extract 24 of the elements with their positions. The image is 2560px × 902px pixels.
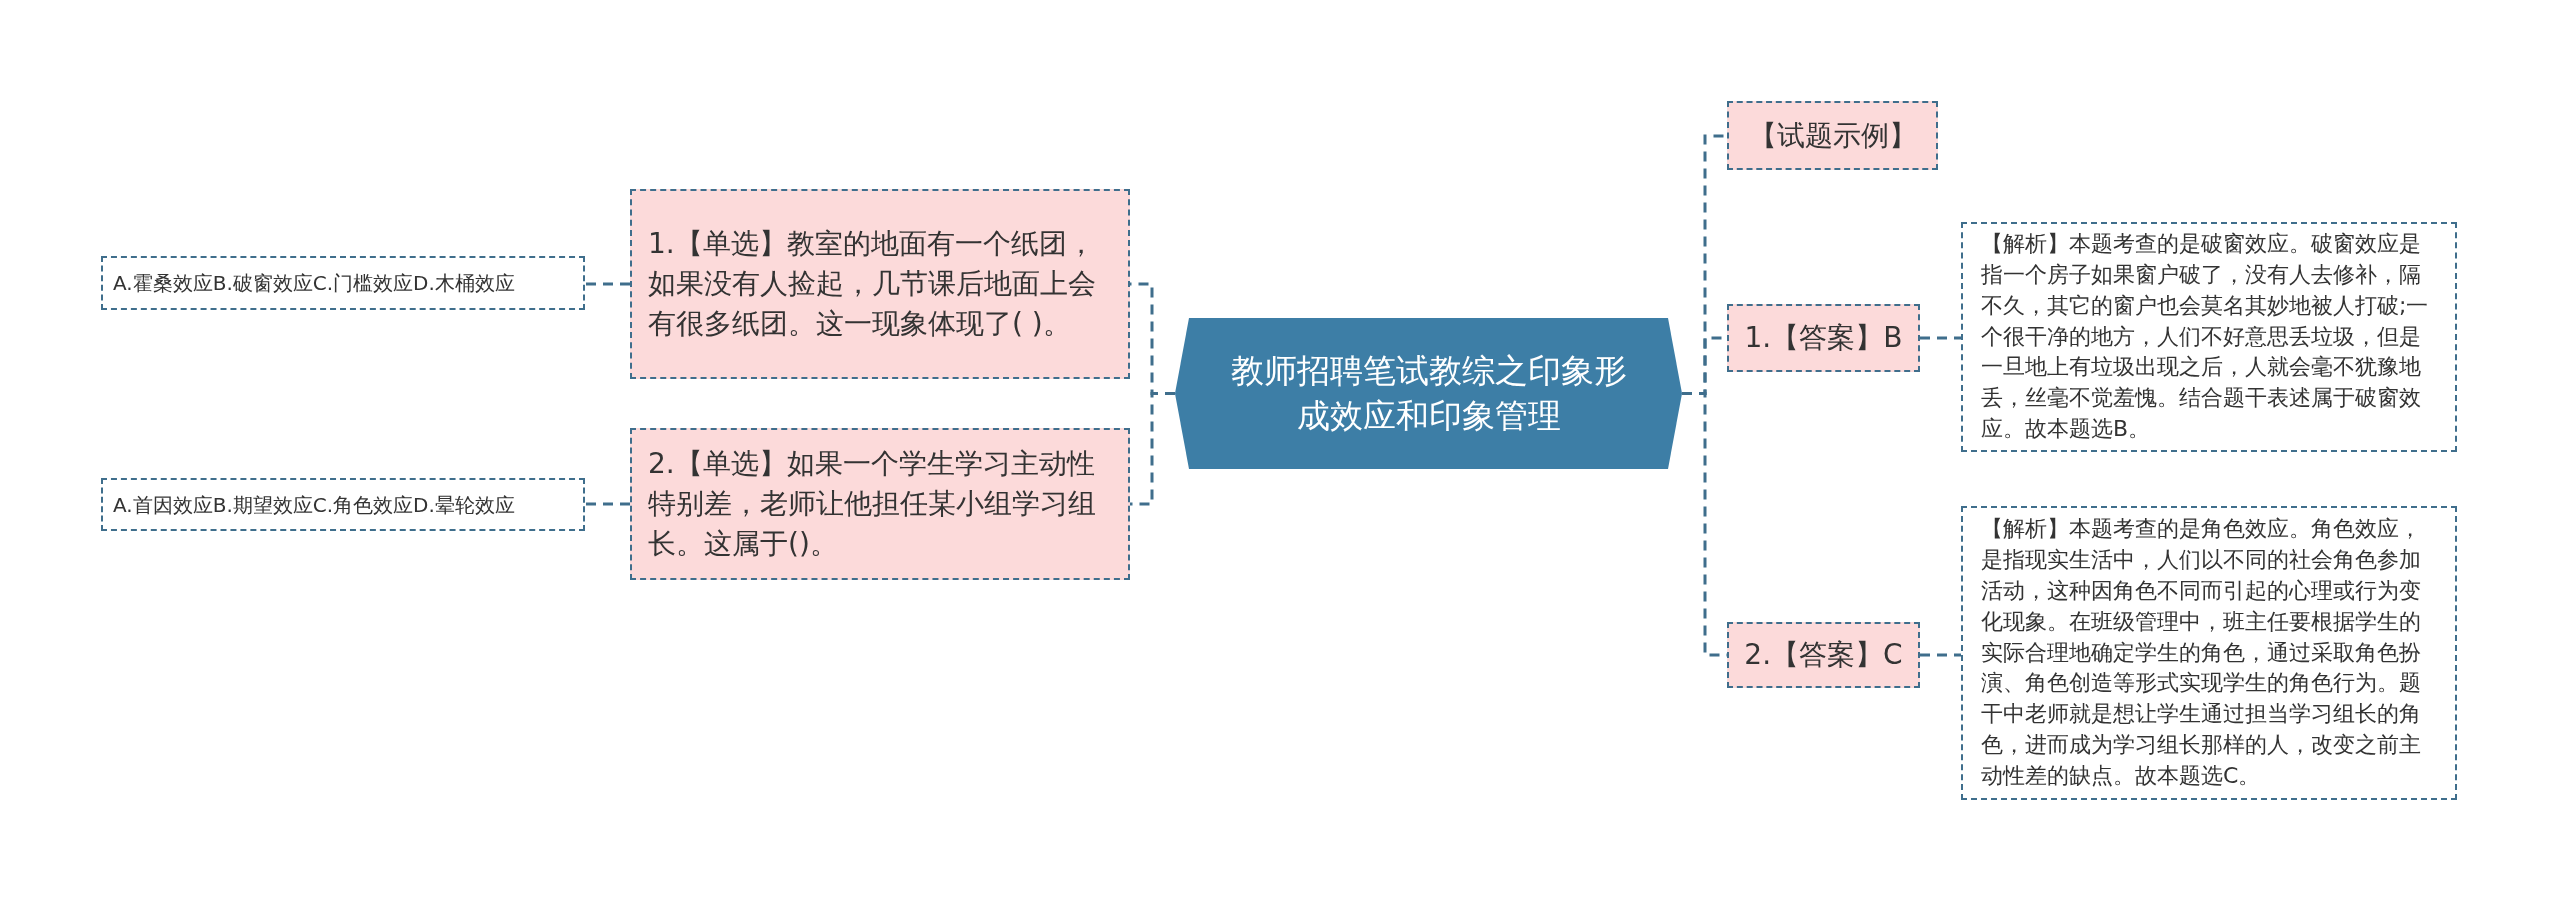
- connector-line: [585, 282, 630, 286]
- connector-line: [1130, 392, 1175, 506]
- options-box: [101, 478, 585, 531]
- question-box: [630, 189, 1130, 379]
- explanation-box: [1961, 506, 2457, 800]
- node-text: 【解析】本题考查的是角色效应。角色效应，是指现实生活中，人们以不同的社会角色参加活动，这种因角色不同而引起的心理或行为变化现象。在班级管理中，班主任要根据学生的实际合理地确定学生的角色，通过采取角色扮演、角色创造等形式实现学生的角色行为。题干中老师就是想让学生通过担当学习组长的角色，进而成为学习组长那样的人，改变之前主动性差的缺点。故本题选C。: [1981, 515, 2422, 790]
- node-text: 2.【答案】C: [1744, 637, 1903, 674]
- node-text: 2.【单选】如果一个学生学习主动性特别差，老师让他担任某小组学习组长。这属于()。: [648, 446, 1097, 562]
- connector-line: [1920, 653, 1961, 657]
- node-text: A.首因效应B.期望效应C.角色效应D.晕轮效应: [113, 491, 516, 519]
- node-text: 1.【答案】B: [1744, 320, 1903, 357]
- node-text: A.霍桑效应B.破窗效应C.门槛效应D.木桶效应: [113, 270, 516, 297]
- topic-title: 教师招聘笔试教综之印象形成效应和印象管理: [1229, 349, 1628, 437]
- node-text: 【试题示例】: [1748, 117, 1917, 154]
- explanation-box: [1961, 222, 2457, 452]
- question-box: [630, 428, 1130, 580]
- node-text: 1.【单选】教室的地面有一个纸团，如果没有人捡起，几节课后地面上会有很多纸团。这一现象体现了( )。: [648, 226, 1097, 342]
- connector-line: [585, 502, 630, 506]
- options-box: [101, 256, 585, 310]
- node-text: 【解析】本题考查的是破窗效应。破窗效应是指一个房子如果窗户破了，没有人去修补，隔不久，其它的窗户也会莫名其妙地被人打破;一个很干净的地方，人们不好意思丢垃圾，但是一旦地上有垃圾出现之后，人就会毫不犹豫地丢，丝毫不觉羞愧。结合题干表述属于破窗效应。故本题选B。: [1981, 230, 2430, 443]
- section-box: [1727, 101, 1938, 170]
- answer-box: [1727, 622, 1920, 688]
- connector-line: [1920, 336, 1961, 340]
- answer-box: [1727, 304, 1920, 372]
